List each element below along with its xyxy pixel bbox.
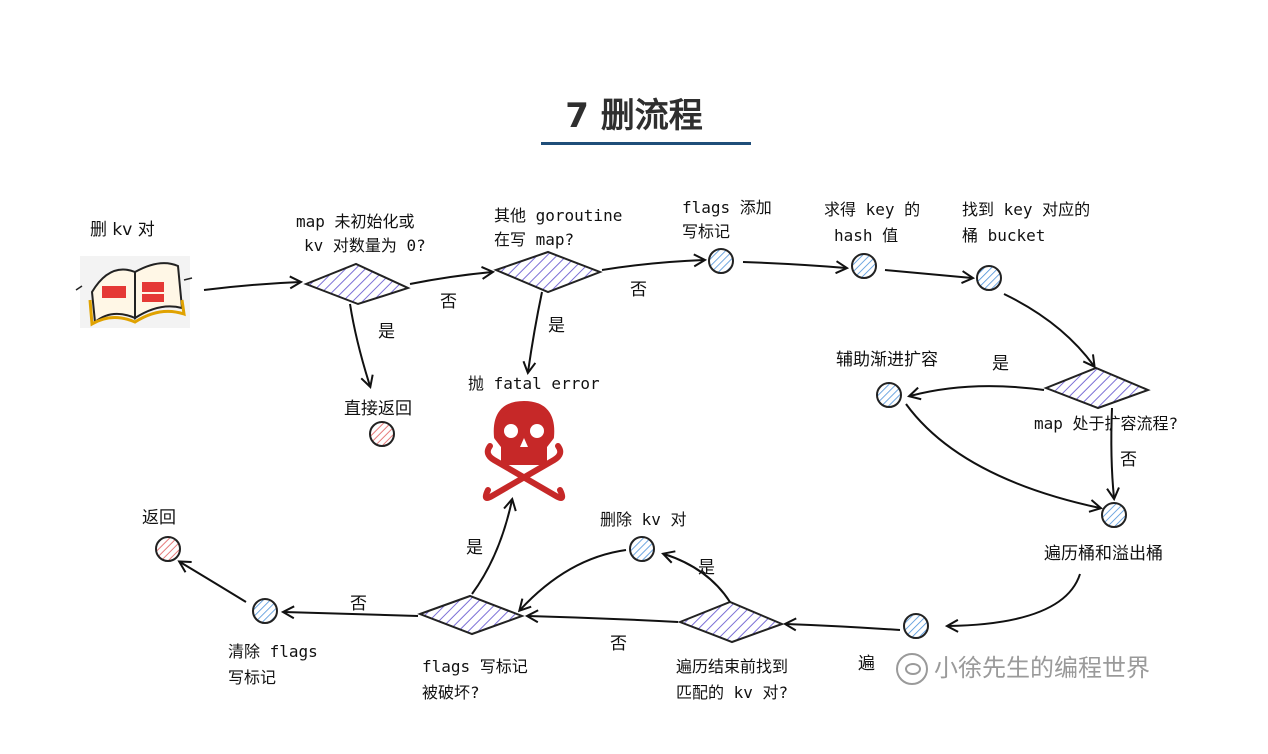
- node-add-flags-circle: [708, 248, 734, 274]
- label-delete-kv: 删除 kv 对: [600, 510, 687, 529]
- edge-label-broken-no: 否: [350, 594, 367, 614]
- label-flags-broken-1: flags 写标记: [422, 657, 528, 676]
- watermark: 小徐先生的编程世界: [896, 648, 1150, 685]
- node-partial-circle: [903, 613, 929, 639]
- title-underline: [541, 142, 751, 145]
- decision-found-diamond: [677, 600, 785, 644]
- label-add-flags-1: flags 添加: [682, 198, 772, 217]
- edge-growing-no: [1111, 407, 1114, 498]
- label-return: 返回: [142, 508, 176, 528]
- label-found-1: 遍历结束前找到: [676, 657, 789, 676]
- label-hash-1: 求得 key 的: [824, 200, 921, 219]
- edge-traverse-partial: [948, 573, 1081, 626]
- node-bucket-circle: [976, 265, 1002, 291]
- decision-concurrent-diamond: [493, 250, 603, 294]
- node-direct-return-circle: [369, 421, 395, 447]
- label-check-init-2: kv 对数量为 0?: [304, 236, 426, 255]
- label-assist-grow: 辅助渐进扩容: [836, 350, 938, 370]
- node-clear-flags-circle: [252, 598, 278, 624]
- edge-concurrent-no: [601, 260, 704, 271]
- edge-label-found-no: 否: [610, 634, 627, 654]
- edge-label-concurrent-yes: 是: [548, 316, 565, 336]
- label-hash-2: hash 值: [834, 226, 899, 245]
- node-return-circle: [155, 536, 181, 562]
- edge-init-no: [409, 272, 492, 285]
- edge-delete-broken: [520, 549, 627, 610]
- edge-label-found-yes: 是: [698, 558, 715, 578]
- edge-label-concurrent-no: 否: [630, 280, 647, 300]
- edge-concurrent-yes: [528, 291, 543, 372]
- edge-label-growing-yes: 是: [992, 354, 1009, 374]
- edge-init-yes: [349, 303, 370, 386]
- decision-init-diamond: [303, 262, 411, 306]
- watermark-text: 小徐先生的编程世界: [934, 654, 1150, 682]
- edge-found-yes: [664, 554, 731, 603]
- label-partial: 遍: [858, 654, 875, 674]
- label-check-init-1: map 未初始化或: [296, 212, 415, 231]
- edge-label-init-yes: 是: [378, 322, 395, 342]
- label-bucket-1: 找到 key 对应的: [962, 200, 1091, 219]
- edge-bucket-growing: [1003, 293, 1094, 366]
- node-hash-circle: [851, 253, 877, 279]
- edge-label-growing-no: 否: [1120, 450, 1137, 470]
- decision-flags-broken-diamond: [417, 594, 525, 636]
- label-clear-flags-2: 写标记: [228, 668, 277, 687]
- edge-hash-bucket: [884, 269, 972, 278]
- label-check-concurrent-2: 在写 map?: [494, 230, 575, 249]
- edge-label-init-no: 否: [440, 292, 457, 312]
- edge-label-broken-yes: 是: [466, 538, 483, 558]
- edge-assist-traverse: [905, 403, 1100, 508]
- edge-found-no: [528, 616, 679, 622]
- edge-partial-found: [786, 624, 901, 630]
- label-traverse: 遍历桶和溢出桶: [1044, 544, 1163, 564]
- label-flags-broken-2: 被破坏?: [422, 683, 480, 702]
- edge-start-init: [203, 282, 300, 291]
- edge-broken-no: [284, 612, 419, 616]
- label-start: 删 kv 对: [90, 220, 155, 240]
- book-icon: [75, 256, 193, 328]
- label-found-2: 匹配的 kv 对?: [676, 683, 789, 702]
- edge-clear-return: [180, 562, 247, 603]
- decision-growing-diamond: [1043, 366, 1151, 410]
- label-fatal-error: 抛 fatal error: [468, 374, 600, 393]
- node-assist-circle: [876, 382, 902, 408]
- label-check-growing: map 处于扩容流程?: [1034, 414, 1179, 433]
- wechat-logo-icon: [896, 653, 928, 685]
- edge-broken-yes: [471, 500, 512, 595]
- edge-addflags-hash: [742, 262, 846, 268]
- skull-icon: [482, 401, 566, 501]
- edge-growing-yes: [910, 385, 1045, 396]
- label-bucket-2: 桶 bucket: [962, 226, 1046, 245]
- label-check-concurrent-1: 其他 goroutine: [494, 206, 623, 225]
- node-traverse-circle: [1101, 502, 1127, 528]
- label-add-flags-2: 写标记: [682, 222, 731, 241]
- label-clear-flags-1: 清除 flags: [228, 642, 318, 661]
- label-direct-return: 直接返回: [344, 399, 412, 419]
- page-title: 7 删流程: [565, 96, 703, 136]
- node-delete-circle: [629, 536, 655, 562]
